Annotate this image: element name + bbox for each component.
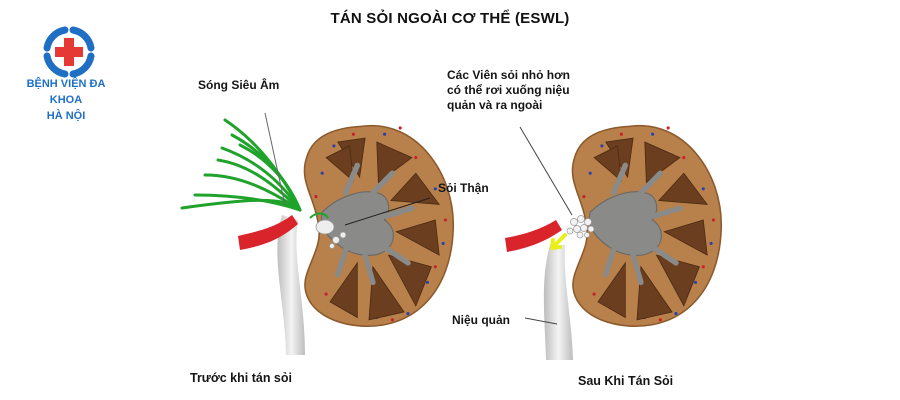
left-artery	[238, 215, 298, 250]
left-kidney-stone	[315, 219, 347, 249]
label-fragments-line-2: có thể rơi xuống niệu	[447, 83, 570, 97]
hospital-logo	[43, 26, 95, 78]
logo-line-1: BỆNH VIỆN ĐA KHOA	[26, 78, 106, 106]
label-ultrasound-wave: Sóng Siêu Âm	[198, 78, 280, 92]
logo-line-2: HÀ NỘI	[46, 110, 86, 122]
wave-leader-line	[264, 112, 286, 206]
ultrasound-wave-icon	[180, 118, 302, 212]
stone-leader-line	[344, 197, 431, 226]
caption-before: Trước khi tán sỏi	[190, 371, 292, 385]
label-fragments: Các Viên sỏi nhỏ hơn có thể rơi xuống ni…	[447, 68, 570, 113]
logo-text: BỆNH VIỆN ĐA KHOA HÀ NỘI	[10, 76, 122, 124]
page-title: TÁN SỎI NGOÀI CƠ THỂ (ESWL)	[330, 10, 570, 27]
label-kidney-stone: Sỏi Thận	[438, 181, 489, 195]
left-ureter	[277, 215, 305, 355]
label-fragments-line-1: Các Viên sỏi nhỏ hơn	[447, 68, 570, 82]
label-ureter: Niệu quản	[452, 313, 511, 327]
label-fragments-line-3: quản và ra ngoài	[447, 98, 543, 112]
right-artery	[505, 220, 562, 252]
left-kidney	[180, 112, 453, 355]
fragments-leader-line	[519, 126, 573, 216]
down-arrow-icon	[550, 233, 567, 250]
caption-after: Sau Khi Tán Sỏi	[578, 374, 674, 388]
right-kidney	[505, 126, 721, 360]
right-ureter	[543, 245, 573, 360]
stone-fragments	[566, 215, 595, 239]
ureter-leader-line	[524, 317, 558, 325]
